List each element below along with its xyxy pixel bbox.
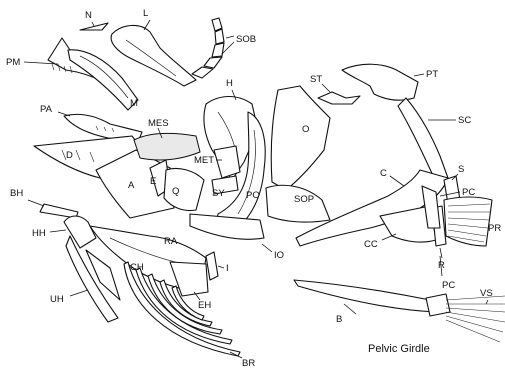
label-A: A <box>128 180 135 191</box>
label-SC: SC <box>428 115 471 126</box>
pectoral-fin-rays <box>444 197 492 246</box>
label-S-text: S <box>458 164 464 175</box>
suborbital-bones <box>192 18 224 78</box>
label-MET-text: MET <box>194 155 214 166</box>
label-CC: CC <box>364 234 396 250</box>
label-D: D <box>66 150 73 161</box>
supratemporal-bone <box>318 92 360 104</box>
label-S: S <box>452 164 464 180</box>
supracleithrum-bone <box>398 98 448 182</box>
label-VS-text: VS <box>480 288 493 299</box>
posttemporal-bone <box>342 64 418 100</box>
label-BH-text: BH <box>10 188 23 199</box>
mesopterygoid-bone <box>134 133 200 160</box>
label-PO-text: PO <box>246 190 260 201</box>
label-ST-text: ST <box>310 74 322 85</box>
nasal-bone <box>80 23 108 30</box>
label-SOP-text: SOP <box>294 194 314 205</box>
pelvic-spine-bone <box>426 294 450 316</box>
label-C: C <box>380 168 404 186</box>
label-CC-text: CC <box>364 239 378 250</box>
label-PM-text: PM <box>6 57 20 68</box>
label-BR-text: BR <box>242 358 255 369</box>
label-PA-text: PA <box>40 104 53 115</box>
label-PR: PR <box>488 223 501 234</box>
maxilla-bone <box>68 50 138 110</box>
label-H-text: H <box>226 78 233 89</box>
label-E: E <box>150 176 156 187</box>
label-UH: UH <box>50 290 88 305</box>
label-O-text: O <box>302 124 309 135</box>
quadrate-bone <box>164 168 204 210</box>
label-B: B <box>336 304 356 325</box>
label-SOP: SOP <box>294 194 314 205</box>
label-CH-text: CH <box>130 262 144 273</box>
pelvic-girdle-caption: Pelvic Girdle <box>368 343 430 355</box>
label-CH: CH <box>130 262 144 273</box>
label-RA-text: RA <box>164 236 178 247</box>
label-RA: RA <box>164 236 178 247</box>
label-BH: BH <box>10 188 44 206</box>
label-PT: PT <box>414 69 438 80</box>
label-PC-upper-text: PC <box>462 187 475 198</box>
label-SY: SY <box>212 188 225 199</box>
label-I: I <box>218 263 229 274</box>
label-SY-text: SY <box>212 188 225 199</box>
label-UH-text: UH <box>50 294 64 305</box>
label-C-text: C <box>380 168 387 179</box>
label-Q-text: Q <box>172 186 179 197</box>
label-SC-text: SC <box>458 115 471 126</box>
label-L-text: L <box>143 8 148 19</box>
label-EH: EH <box>194 292 211 311</box>
figure-caption: Pelvic Girdle <box>368 343 430 355</box>
label-E-text: E <box>150 176 156 187</box>
label-M: M <box>130 98 138 109</box>
basipterygium-bone <box>294 280 436 312</box>
label-Q: Q <box>172 186 179 197</box>
label-SOB: SOB <box>222 34 256 54</box>
label-PO: PO <box>246 190 260 201</box>
label-IO-text: IO <box>274 250 284 261</box>
label-O: O <box>302 124 309 135</box>
label-D-text: D <box>66 150 73 161</box>
label-PT-text: PT <box>426 69 438 80</box>
label-SOB-text: SOB <box>236 34 256 45</box>
label-A-text: A <box>128 180 135 191</box>
label-PR-text: PR <box>488 223 501 234</box>
label-PC-lower-text: PC <box>442 280 455 291</box>
lacrimal-bone <box>111 25 196 86</box>
label-MES-text: MES <box>148 118 169 129</box>
label-M-text: M <box>130 98 138 109</box>
label-VS: VS <box>480 288 493 304</box>
interhyal-bone <box>206 252 218 280</box>
label-L: L <box>143 8 150 30</box>
metapterygoid-bone <box>214 146 240 178</box>
label-B-text: B <box>336 314 342 325</box>
pelvic-fin-rays <box>446 296 505 342</box>
label-ST: ST <box>310 74 330 92</box>
label-EH-text: EH <box>198 300 211 311</box>
label-HH-text: HH <box>32 228 46 239</box>
label-N: N <box>85 10 94 26</box>
label-PA: PA <box>40 104 70 116</box>
label-N-text: N <box>85 10 92 21</box>
opercle-bone <box>271 86 330 190</box>
interopercle-bone <box>190 214 264 239</box>
label-HH: HH <box>32 228 66 239</box>
label-IO: IO <box>262 244 284 261</box>
label-I-text: I <box>226 263 229 274</box>
